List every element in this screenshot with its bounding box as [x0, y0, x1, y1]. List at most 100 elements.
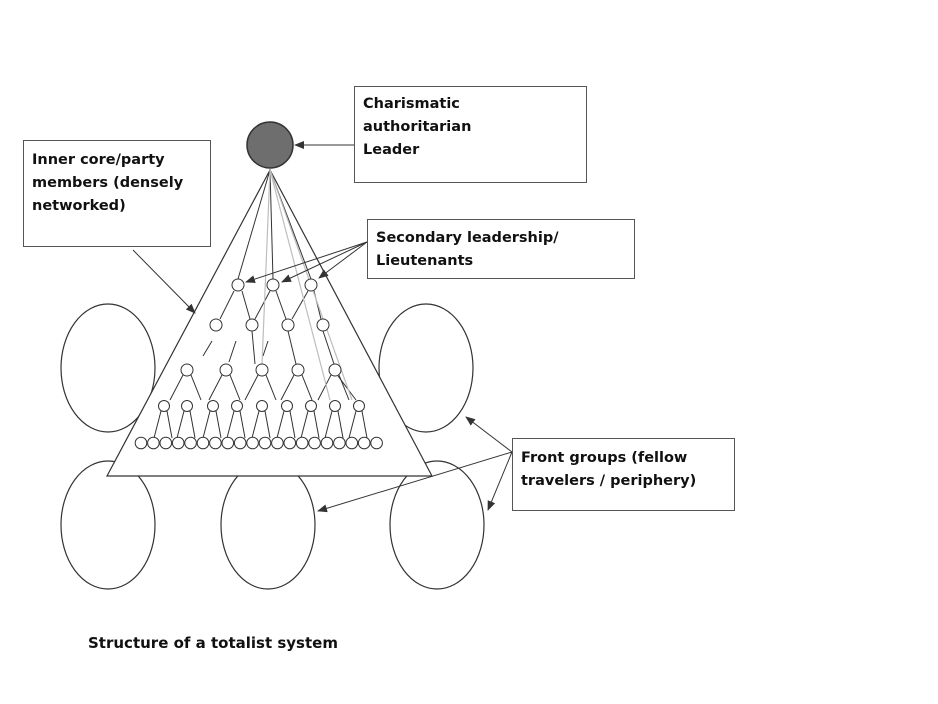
- link-l2-b: [228, 340, 237, 363]
- member-node-l2-4: [316, 318, 330, 332]
- leader-faint-link-1: [261, 169, 271, 365]
- member-node-base-1: [134, 436, 148, 450]
- front-groups-label-line-1: Front groups (fellow: [521, 450, 688, 466]
- link-l3-left-5: [317, 374, 332, 401]
- link-l2-a: [202, 340, 213, 357]
- member-node-base-12: [271, 436, 284, 450]
- link-l2-e: [287, 330, 297, 365]
- link-l4-right-9: [361, 410, 368, 439]
- leader-node: [246, 121, 294, 169]
- member-node-base-14: [295, 436, 309, 450]
- member-node-base-13: [283, 436, 297, 450]
- party-pyramid: [106, 168, 433, 477]
- front-groups-label-box: Front groups (fellow travelers / periphe…: [512, 438, 735, 511]
- link-l1-e: [291, 290, 309, 320]
- link-l1-c: [254, 290, 271, 320]
- link-l1-b: [241, 290, 251, 320]
- link-l4-right-4: [239, 410, 246, 439]
- member-node-base-2: [147, 436, 160, 450]
- front-group-ellipse-left-upper: [60, 303, 156, 433]
- front-group-ellipse-right-upper: [378, 303, 474, 433]
- inner-core-label-box: Inner core/party members (densely networ…: [23, 140, 211, 247]
- arrow-secondary-2: [281, 241, 368, 283]
- member-node-base-3: [159, 436, 173, 450]
- link-l4-right-6: [289, 410, 296, 439]
- lieutenant-node-2: [266, 278, 280, 292]
- link-l4-left-3: [202, 410, 211, 439]
- member-node-base-15: [308, 436, 321, 450]
- secondary-leadership-label-box: Secondary leadership/ Lieutenants: [367, 219, 635, 279]
- member-node-base-20: [370, 436, 383, 450]
- link-l3-left-4: [280, 374, 295, 401]
- member-node-base-9: [233, 436, 247, 450]
- member-node-l4-6: [281, 400, 293, 412]
- link-l4-left-1: [153, 410, 162, 439]
- front-groups-label-line-2: travelers / periphery): [521, 473, 697, 489]
- member-node-base-8: [221, 436, 235, 450]
- front-groups: [60, 303, 485, 590]
- link-l4-left-4: [226, 410, 235, 439]
- inner-core-label-line-1: Inner core/party: [32, 152, 165, 168]
- member-node-l4-2: [181, 400, 193, 412]
- member-node-l2-2: [245, 318, 259, 332]
- member-node-base-16: [320, 436, 334, 450]
- link-l3-left-2: [208, 374, 223, 401]
- arrow-front-3: [487, 451, 513, 511]
- link-l2-c: [251, 330, 256, 365]
- link-l3-extra: [337, 375, 357, 401]
- member-node-l4-4: [231, 400, 243, 412]
- link-l3-right-3: [265, 374, 277, 401]
- leader-faint-link-2: [269, 169, 331, 401]
- member-node-base-10: [246, 436, 259, 450]
- front-group-ellipse-center-lower: [220, 460, 316, 590]
- member-node-base-11: [258, 436, 272, 450]
- leader-label-line-2: authoritarian: [363, 119, 472, 135]
- member-node-base-6: [196, 436, 210, 450]
- arrow-secondary-1: [245, 241, 368, 283]
- member-node-l4-8: [329, 400, 341, 412]
- member-node-l4-5: [256, 400, 268, 412]
- member-node-l2-1: [209, 318, 223, 332]
- arrow-secondary-3: [318, 241, 368, 279]
- link-l4-left-9: [348, 410, 357, 439]
- link-l4-left-6: [276, 410, 285, 439]
- link-l4-left-7: [300, 410, 309, 439]
- arrow-front-2: [317, 451, 513, 513]
- member-node-l2-3: [281, 318, 295, 332]
- link-l1-d: [275, 290, 287, 320]
- member-node-base-19: [357, 436, 371, 450]
- link-l4-right-2: [189, 410, 196, 439]
- lieutenant-node-1: [231, 278, 245, 292]
- member-node-base-18: [345, 436, 359, 450]
- leader-link-1: [237, 169, 271, 280]
- member-node-base-4: [171, 436, 185, 450]
- front-group-ellipse-left-lower: [60, 460, 156, 590]
- link-l4-right-3: [215, 410, 222, 439]
- link-l4-left-2: [176, 410, 185, 439]
- link-l2-d: [262, 340, 269, 357]
- link-l3-right-2: [229, 374, 241, 401]
- member-nodes: [134, 278, 383, 450]
- member-node-l4-7: [305, 400, 317, 412]
- member-node-base-7: [209, 436, 222, 450]
- diagram-caption: Structure of a totalist system: [88, 634, 338, 652]
- leader-label-box: Charismatic authoritarian Leader: [354, 86, 587, 183]
- lieutenant-node-3: [304, 278, 318, 292]
- link-l3-right-1: [190, 374, 202, 401]
- member-node-l4-1: [158, 400, 170, 412]
- member-node-l3-2: [219, 363, 233, 377]
- member-node-l4-9: [353, 400, 365, 412]
- inner-core-label-line-2: members (densely: [32, 175, 184, 191]
- leader-link-2: [269, 169, 274, 280]
- arrow-inner-core: [132, 249, 196, 314]
- link-l4-right-7: [313, 410, 320, 439]
- member-node-l4-3: [207, 400, 219, 412]
- link-l1-a: [219, 290, 235, 320]
- member-node-l3-3: [255, 363, 269, 377]
- link-l3-left-3: [244, 374, 259, 401]
- link-l4-left-5: [251, 410, 260, 439]
- member-node-l3-1: [180, 363, 194, 377]
- member-network-links: [153, 169, 368, 439]
- link-l4-right-8: [337, 410, 344, 439]
- link-l3-right-4: [301, 374, 313, 401]
